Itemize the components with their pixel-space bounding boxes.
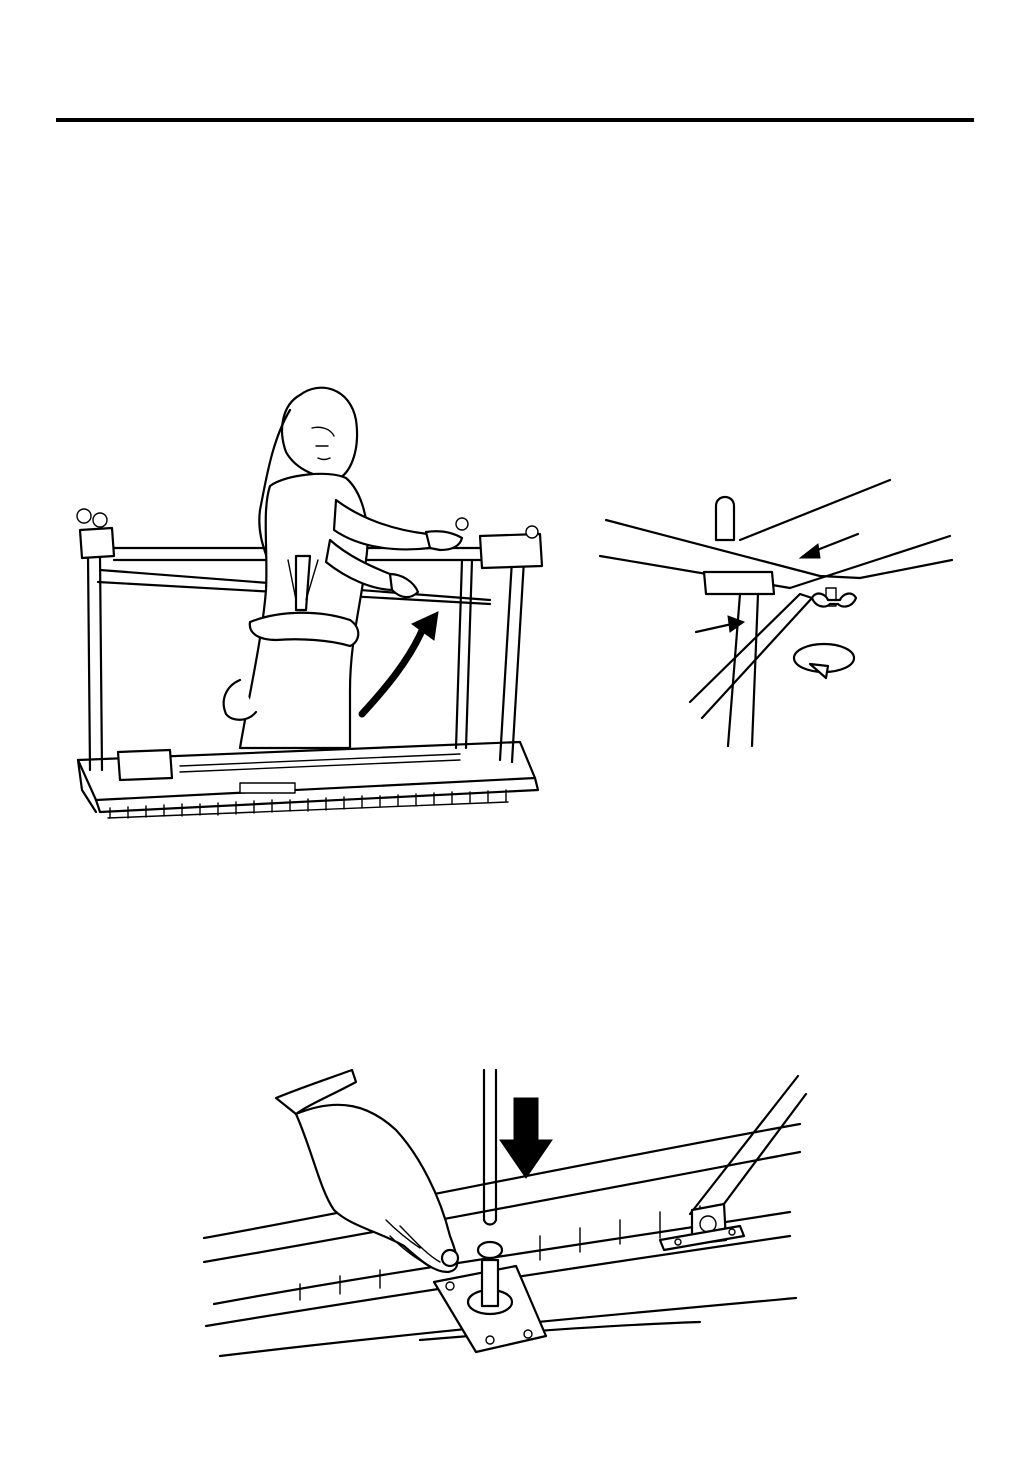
figure-1-lift-frame-icon [77,388,542,818]
rotate-clockwise-icon [794,644,854,678]
left-post [77,509,114,770]
threaded-post [478,1242,502,1306]
lift-direction-arrow [362,612,438,714]
pedal-board [78,742,538,818]
vertical-post [728,594,758,746]
right-posts [456,518,542,762]
figure-2-wing-nut-detail-icon [600,480,952,746]
hand-figure [276,1070,458,1272]
person-figure [224,388,462,748]
right-brace [660,1076,806,1250]
wing-nut-icon [812,588,856,606]
down-arrow-icon [500,1098,552,1178]
figure-3-insert-rod-icon [204,1070,806,1356]
rod [484,1070,496,1220]
caster-wheel [716,497,734,540]
